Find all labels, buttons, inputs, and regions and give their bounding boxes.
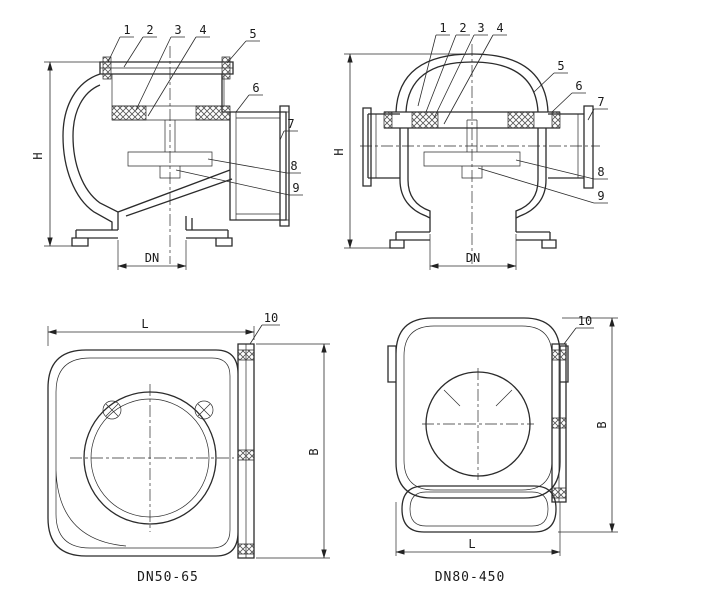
part-label-9: 9 xyxy=(597,189,604,203)
caption-dn80: DN80-450 xyxy=(435,570,506,585)
leader-lines xyxy=(249,324,280,345)
part-label-7: 7 xyxy=(287,117,294,131)
body-outline xyxy=(387,317,569,533)
part-label-8: 8 xyxy=(597,165,604,179)
part-label-4: 4 xyxy=(199,23,206,37)
part-label-6: 6 xyxy=(575,79,582,93)
dim-label-H: H xyxy=(31,152,45,159)
dim-label-H: H xyxy=(332,148,346,155)
internal-lines xyxy=(47,326,330,559)
caption-dn50: DN50-65 xyxy=(137,570,199,585)
view-plan-dn80: 10 B L DN80-450 xyxy=(387,314,618,585)
part-label-1: 1 xyxy=(123,23,130,37)
bolt-hole-left xyxy=(102,400,122,420)
part-label-2: 2 xyxy=(146,23,153,37)
part-label-5: 5 xyxy=(557,59,564,73)
part-label-4: 4 xyxy=(496,21,503,35)
leader-lines xyxy=(417,34,608,204)
view-section-dn50: 1 2 3 4 5 6 7 8 9 H DN xyxy=(31,23,303,270)
dim-label-DN: DN xyxy=(145,251,159,265)
part-label-6: 6 xyxy=(252,81,259,95)
hatch-areas xyxy=(237,349,255,555)
part-label-5: 5 xyxy=(249,27,256,41)
dim-label-DN: DN xyxy=(466,251,480,265)
internal-lines xyxy=(395,317,618,556)
dim-label-L: L xyxy=(468,537,475,551)
centerlines xyxy=(70,384,234,532)
internal-lines xyxy=(44,61,289,270)
centerlines xyxy=(422,368,534,480)
part-label-9: 9 xyxy=(292,181,299,195)
view-plan-dn50: 10 L B DN50-65 xyxy=(47,311,330,585)
part-label-8: 8 xyxy=(290,159,297,173)
centerline-vertical xyxy=(360,44,600,264)
part-label-10: 10 xyxy=(578,314,592,328)
part-label-2: 2 xyxy=(459,21,466,35)
dim-label-B: B xyxy=(307,448,321,455)
leader-lines xyxy=(107,36,303,196)
hatch-areas xyxy=(102,56,231,121)
part-label-3: 3 xyxy=(477,21,484,35)
body-outline xyxy=(47,343,255,559)
part-label-10: 10 xyxy=(264,311,278,325)
internal-lines xyxy=(344,53,579,270)
part-label-7: 7 xyxy=(597,95,604,109)
part-label-3: 3 xyxy=(174,23,181,37)
body-outline xyxy=(362,53,594,249)
view-section-dn80: 1 2 3 4 5 6 7 8 9 H DN xyxy=(332,21,608,270)
dim-label-L: L xyxy=(141,317,148,331)
hatch-areas xyxy=(383,111,561,129)
bolt-hole-right xyxy=(194,400,214,420)
hatch-areas xyxy=(551,349,567,499)
leader-lines xyxy=(563,327,594,345)
dim-label-B: B xyxy=(595,421,609,428)
part-label-1: 1 xyxy=(439,21,446,35)
